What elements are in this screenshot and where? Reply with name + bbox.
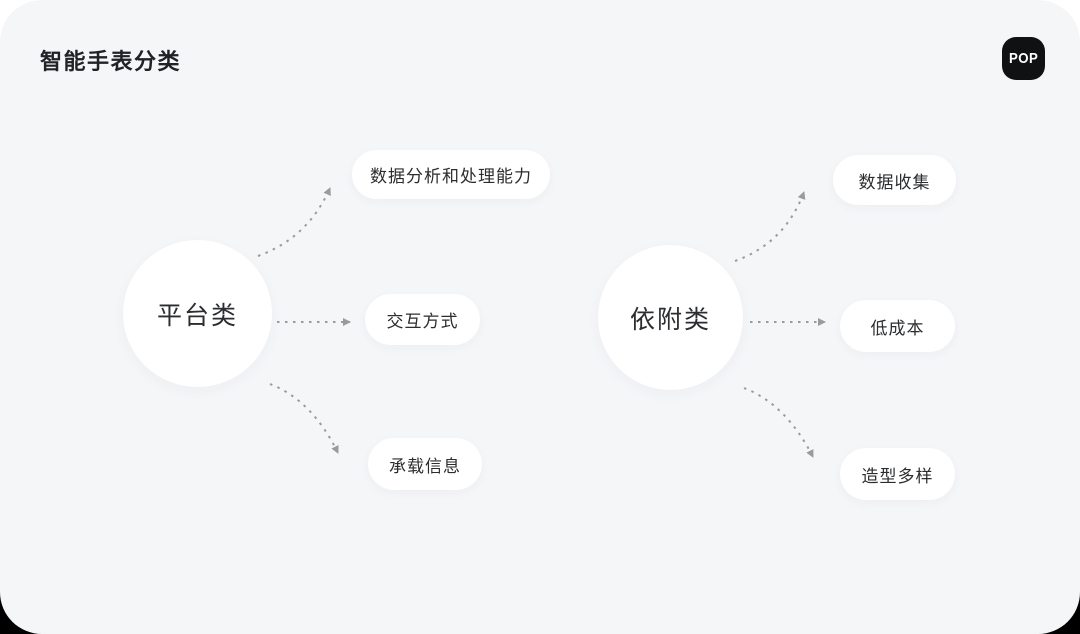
node-attach[interactable]: 依附类 [598,245,743,390]
branch-platform-interaction[interactable]: 交互方式 [365,294,480,345]
branch-label: 低成本 [870,318,925,338]
node-platform-label: 平台类 [156,301,238,330]
branch-attach-data-collect[interactable]: 数据收集 [833,155,956,205]
page-title: 智能手表分类 [40,49,182,74]
node-platform[interactable]: 平台类 [123,240,272,387]
node-attach-label: 依附类 [629,305,711,334]
connector-attach-branch-3 [743,387,814,458]
branch-platform-carry-info[interactable]: 承载信息 [368,438,482,490]
branch-label: 造型多样 [861,466,934,486]
connector-attach-branch-1 [734,191,806,262]
branch-label: 交互方式 [386,312,459,331]
branch-attach-various-shapes[interactable]: 造型多样 [840,448,955,500]
branch-label: 承载信息 [389,456,461,476]
connector-platform-branch-1 [257,187,331,257]
pop-logo[interactable]: POP [1002,37,1045,80]
connector-platform-branch-3 [269,383,339,454]
branch-label: 数据收集 [858,172,931,192]
branch-label: 数据分析和处理能力 [370,167,532,186]
pop-logo-text: POP [1008,50,1039,67]
branch-attach-low-cost[interactable]: 低成本 [840,300,955,352]
branch-platform-data-analysis[interactable]: 数据分析和处理能力 [352,150,550,199]
